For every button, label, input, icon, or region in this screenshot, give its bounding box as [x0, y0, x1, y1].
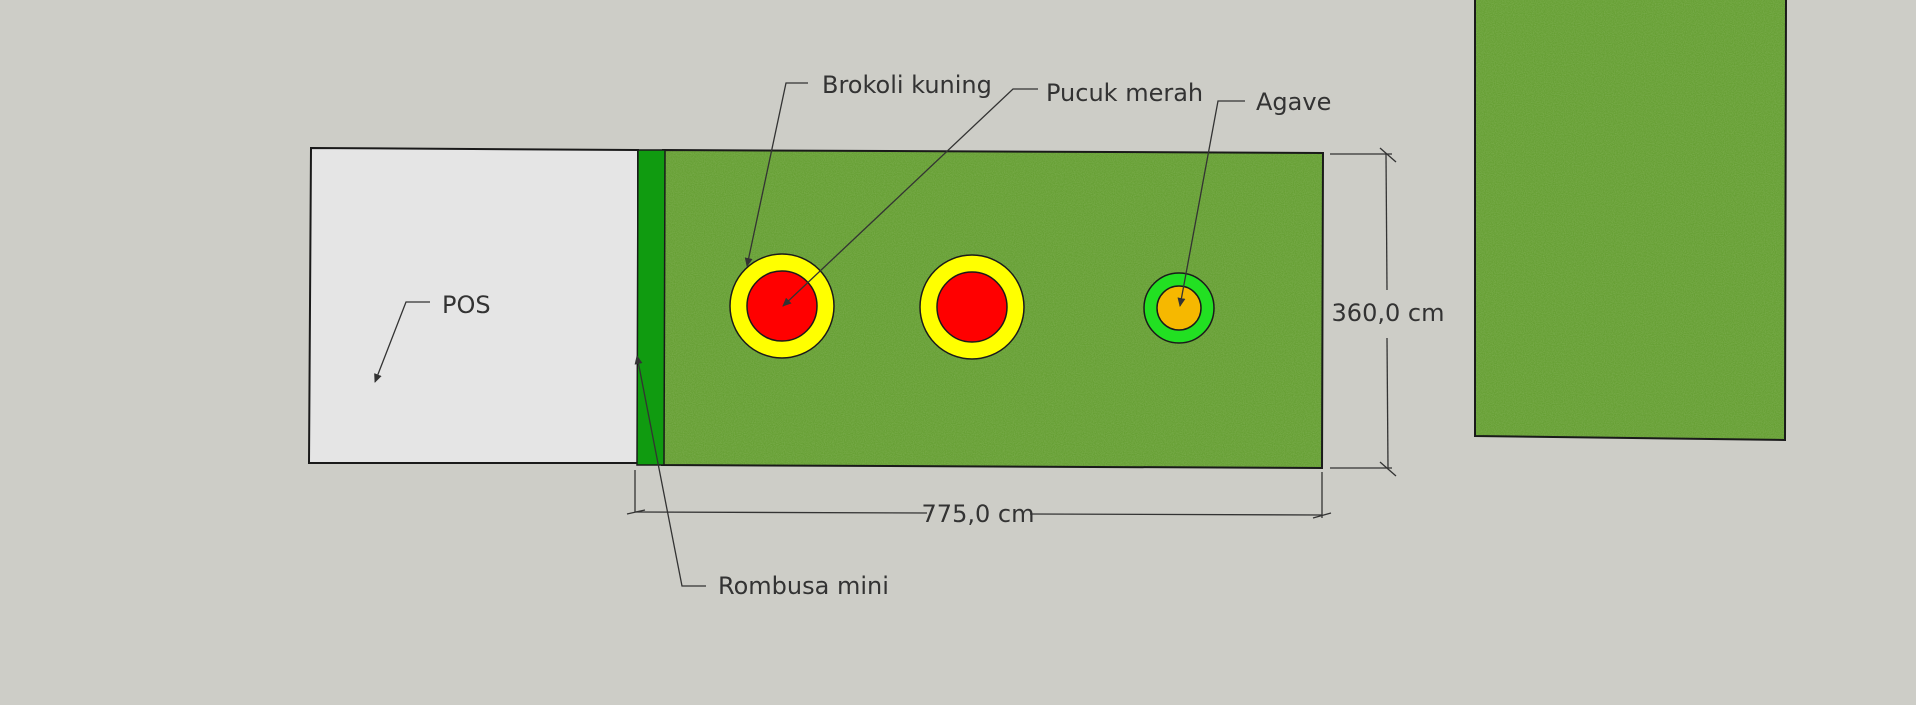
label-pos: POS	[442, 291, 491, 319]
dimension-height	[1330, 147, 1397, 477]
leader-agave	[1177, 100, 1245, 307]
dimension-width	[626, 470, 1332, 519]
label-pucuk-merah: Pucuk merah	[1046, 79, 1203, 107]
leader-pos	[374, 301, 430, 383]
label-brokoli-kuning: Brokoli kuning	[822, 71, 992, 99]
dimension-width-label: 775,0 cm	[922, 500, 1035, 528]
brokoli-plant-1	[729, 253, 835, 359]
brokoli-plant-2	[919, 254, 1025, 360]
leader-brokoli	[744, 82, 808, 267]
agave-plant	[1143, 272, 1215, 344]
rombusa-strip	[636, 149, 666, 466]
leader-rombusa	[634, 355, 706, 587]
label-agave: Agave	[1256, 88, 1331, 116]
label-rombusa-mini: Rombusa mini	[718, 572, 889, 600]
dimension-height-label: 360,0 cm	[1332, 299, 1445, 327]
leader-pucuk	[782, 88, 1038, 307]
right-lawn	[1474, 0, 1787, 442]
